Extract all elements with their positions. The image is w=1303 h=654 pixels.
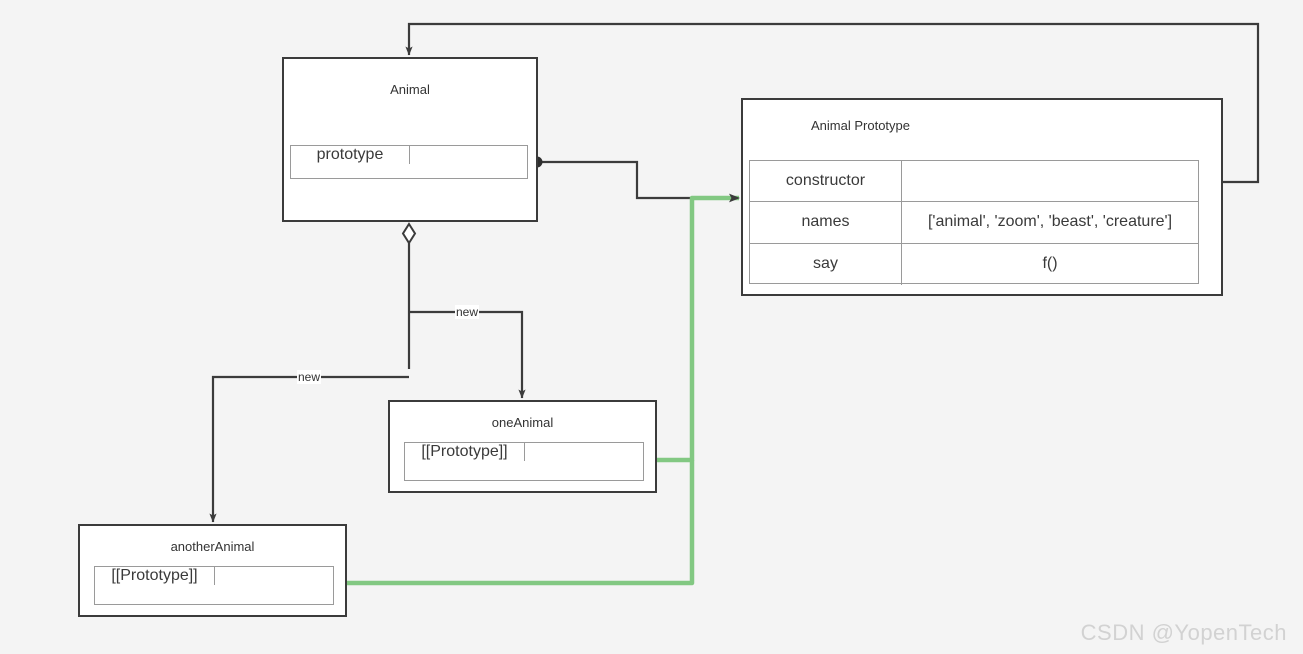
table-row[interactable]: say f()	[750, 243, 1198, 285]
property-key: say	[750, 243, 902, 285]
watermark-text: CSDN @YopenTech	[1080, 620, 1287, 645]
edge-animal-prototype-to-prototype-object	[531, 156, 739, 200]
property-key: [[Prototype]]	[405, 443, 525, 461]
property-key: names	[750, 202, 902, 243]
diamond-aggregation-marker	[401, 222, 417, 245]
node-animal-prototype-property-table: constructor names ['animal', 'zoom', 'be…	[749, 160, 1199, 285]
node-animal[interactable]: Animal prototype	[282, 57, 538, 222]
node-animal-property-table: prototype	[290, 145, 528, 179]
node-another-animal-title: anotherAnimal	[170, 539, 255, 554]
node-one-animal-title: oneAnimal	[491, 415, 554, 430]
node-animal-prototype-title: Animal Prototype	[811, 118, 910, 133]
property-key: [[Prototype]]	[95, 567, 215, 585]
node-animal-prototype[interactable]: Animal Prototype constructor names ['ani…	[741, 98, 1223, 296]
table-row[interactable]: [[Prototype]]	[405, 443, 643, 461]
node-animal-title: Animal	[390, 82, 430, 97]
node-one-animal[interactable]: oneAnimal [[Prototype]]	[388, 400, 657, 493]
table-row[interactable]: [[Prototype]]	[95, 567, 333, 585]
property-value: ['animal', 'zoom', 'beast', 'creature']	[927, 213, 1173, 231]
property-key: constructor	[750, 161, 902, 202]
edge-new-another-animal	[209, 375, 409, 523]
property-value	[525, 443, 643, 461]
property-value	[902, 161, 1198, 201]
edge-new-one-animal	[409, 310, 526, 399]
property-value	[410, 146, 527, 164]
table-row[interactable]: prototype	[291, 146, 527, 164]
property-key: prototype	[291, 146, 410, 164]
property-value	[215, 567, 333, 585]
edge-label-new-one-animal: new	[455, 305, 480, 319]
edge-label-new-another-animal: new	[297, 370, 322, 384]
edge-animal-composition-stem	[401, 222, 417, 369]
table-row[interactable]: constructor	[750, 161, 1198, 203]
node-another-animal-property-table: [[Prototype]]	[94, 566, 334, 605]
node-one-animal-property-table: [[Prototype]]	[404, 442, 644, 481]
table-row[interactable]: names ['animal', 'zoom', 'beast', 'creat…	[750, 202, 1198, 244]
node-another-animal[interactable]: anotherAnimal [[Prototype]]	[78, 524, 347, 617]
property-value: f()	[1042, 255, 1058, 273]
